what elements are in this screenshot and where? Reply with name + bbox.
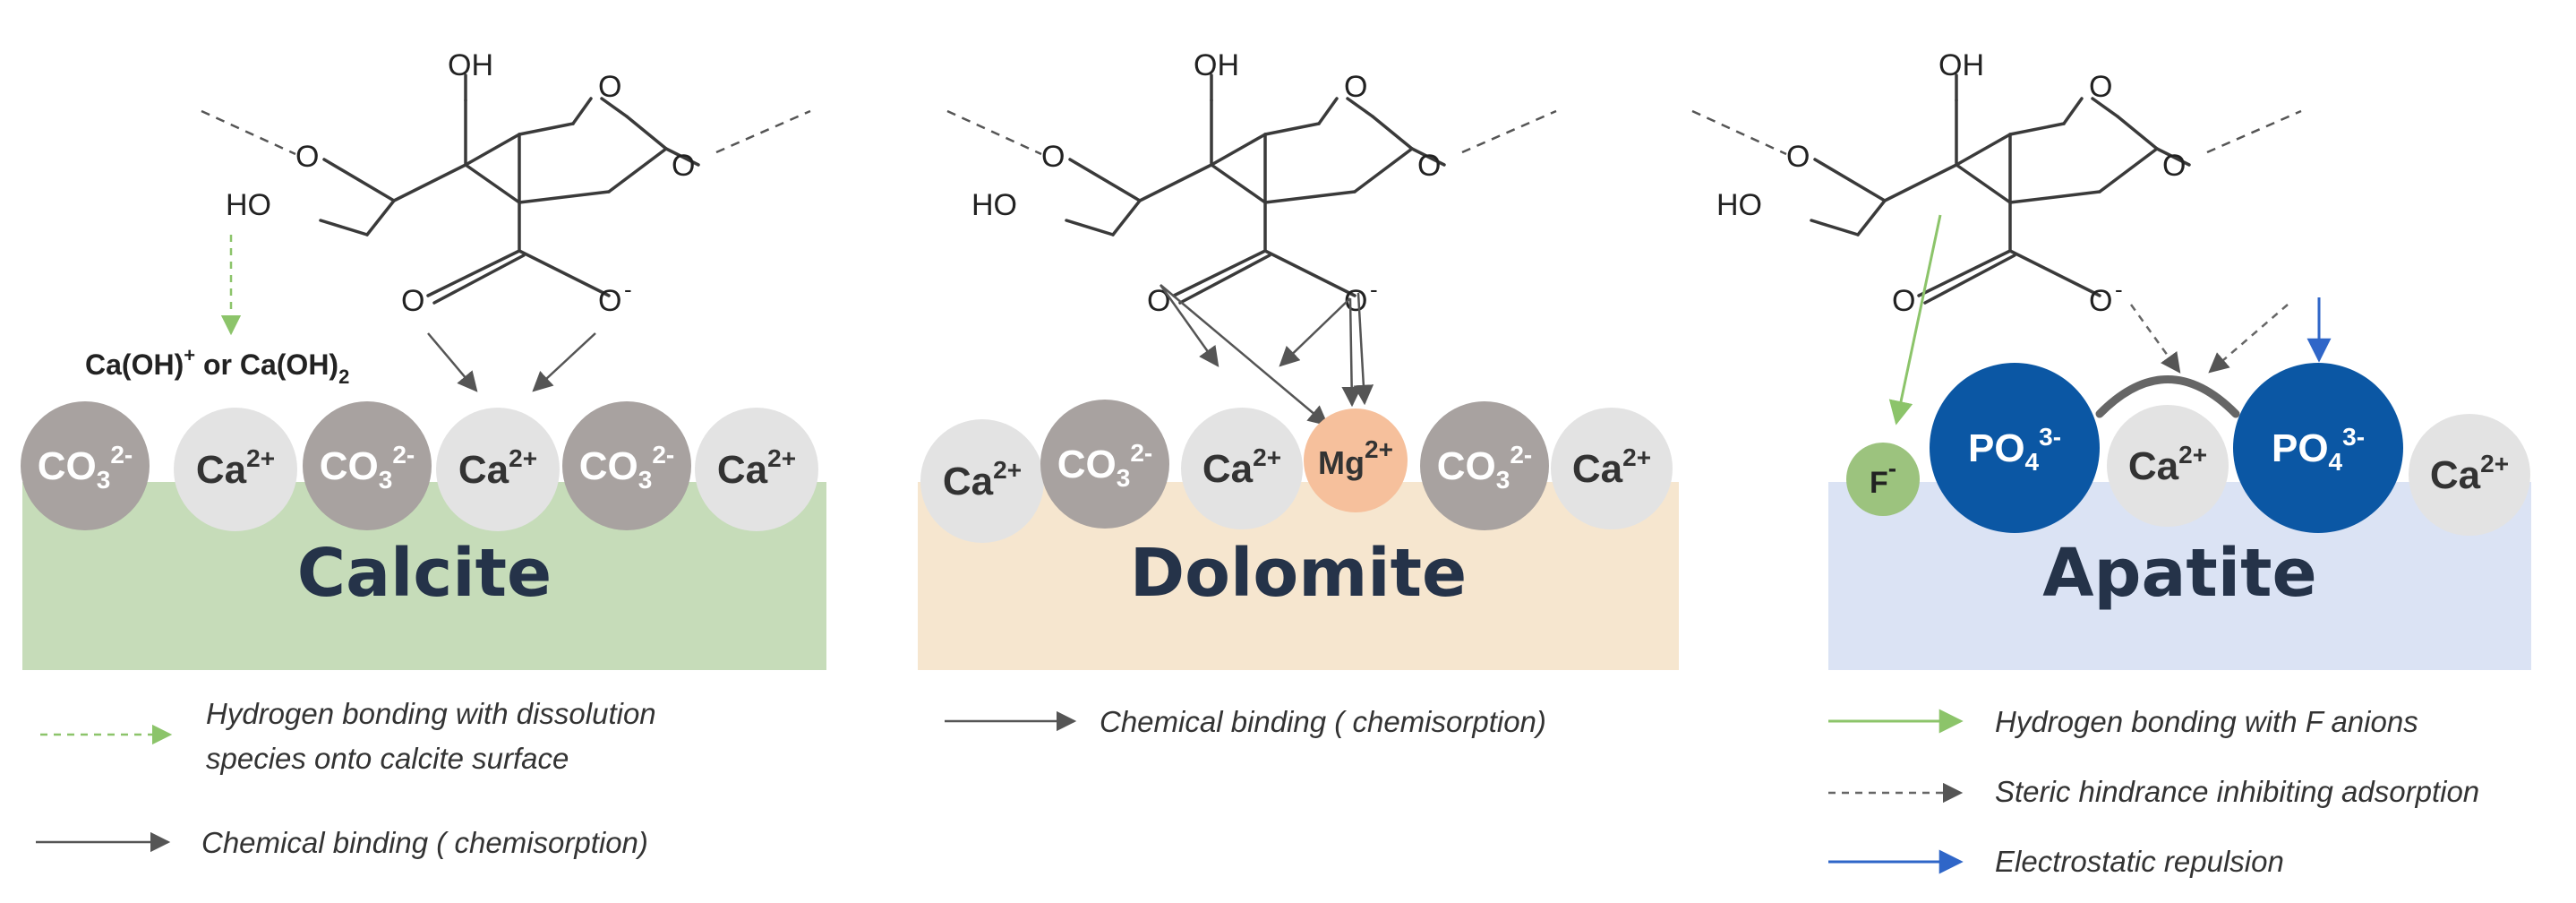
mineral-surfaces bbox=[22, 482, 2531, 670]
carboxylate-charge: - bbox=[2115, 276, 2123, 303]
ion-carbonate: CO32- bbox=[303, 401, 432, 530]
mol-carbonyl-o: O bbox=[1892, 284, 1915, 318]
svg-text:CO32-: CO32- bbox=[1057, 439, 1152, 492]
legend-text: species onto calcite surface bbox=[206, 742, 569, 775]
svg-text:PO43-: PO43- bbox=[1968, 423, 2061, 476]
legend-text: Chemical binding ( chemisorption) bbox=[1100, 705, 1546, 738]
ion-calcium: Ca2+ bbox=[1551, 408, 1673, 529]
mol-left-o: O bbox=[295, 140, 319, 174]
svg-text:Ca2+: Ca2+ bbox=[1572, 443, 1651, 491]
interaction-arrow-chem bbox=[1279, 297, 1351, 367]
mol-oh-top: OH bbox=[1194, 48, 1239, 82]
legends: Hydrogen bonding with dissolution species… bbox=[36, 697, 2479, 878]
ion-carbonate: CO32- bbox=[562, 401, 691, 530]
legend-text: Hydrogen bonding with dissolution bbox=[206, 697, 656, 730]
mol-ring-o: O bbox=[598, 70, 621, 104]
interaction-arrow-steric bbox=[2129, 304, 2181, 374]
mol-right-o: O bbox=[1417, 149, 1441, 183]
ion-carbonate: CO32- bbox=[1420, 401, 1549, 530]
svg-text:CO32-: CO32- bbox=[320, 441, 415, 494]
legend-text: Electrostatic repulsion bbox=[1995, 845, 2284, 878]
ion-carbonate: CO32- bbox=[21, 401, 150, 530]
svg-text:Mg2+: Mg2+ bbox=[1318, 435, 1393, 481]
mineral-surface-dolomite bbox=[918, 482, 1679, 670]
interaction-arrow-hbsolid bbox=[1888, 214, 1942, 426]
mol-left-o: O bbox=[1041, 140, 1065, 174]
mol-ho: HO bbox=[1716, 188, 1762, 222]
interaction-arrow-chem bbox=[532, 332, 596, 392]
interaction-arrow-steric bbox=[2208, 304, 2289, 374]
ion-phosphate: PO43- bbox=[1930, 363, 2100, 533]
ion-calcium: Ca2+ bbox=[1181, 408, 1303, 529]
mineral-name: Dolomite bbox=[1130, 535, 1468, 612]
svg-text:PO43-: PO43- bbox=[2272, 423, 2365, 476]
mol-oh-top: OH bbox=[1938, 48, 1984, 82]
legend-entry: Chemical binding ( chemisorption) bbox=[945, 705, 1546, 738]
legend-entry: Chemical binding ( chemisorption) bbox=[36, 826, 648, 859]
interaction-arrow-chem bbox=[427, 332, 478, 392]
interaction-arrow-chem bbox=[1159, 284, 1220, 367]
ion-calcium: Ca2+ bbox=[174, 408, 297, 531]
mol-ring-o: O bbox=[2089, 70, 2112, 104]
mol-right-o: O bbox=[2162, 149, 2186, 183]
legend-entry: Steric hindrance inhibiting adsorption bbox=[1828, 775, 2479, 808]
ion-calcium: Ca2+ bbox=[436, 408, 560, 531]
mol-ho: HO bbox=[226, 188, 271, 222]
ion-carbonate: CO32- bbox=[1040, 400, 1169, 529]
ion-calcium: Ca2+ bbox=[2107, 405, 2229, 527]
svg-text:CO32-: CO32- bbox=[579, 441, 674, 494]
mol-oh-top: OH bbox=[448, 48, 493, 82]
svg-text:Ca2+: Ca2+ bbox=[2128, 441, 2207, 488]
svg-text:F-: F- bbox=[1870, 454, 1896, 500]
legend-text: Hydrogen bonding with F anions bbox=[1995, 705, 2418, 738]
mineral-labels: Calcite Dolomite Apatite Ca(OH)+ or Ca(OH)2 bbox=[85, 344, 2317, 612]
ion-calcium: Ca2+ bbox=[2409, 414, 2530, 536]
legend-text: Steric hindrance inhibiting adsorption bbox=[1995, 775, 2479, 808]
mol-right-o: O bbox=[672, 149, 695, 183]
ion-fluoride: F- bbox=[1846, 443, 1920, 516]
mineral-name: Apatite bbox=[2042, 535, 2316, 612]
mol-left-o: O bbox=[1786, 140, 1810, 174]
mol-ho: HO bbox=[971, 188, 1017, 222]
svg-text:Ca2+: Ca2+ bbox=[458, 444, 537, 492]
interaction-arrow-chem bbox=[1160, 284, 1329, 426]
svg-text:Ca2+: Ca2+ bbox=[2430, 450, 2509, 497]
carboxylate-charge: - bbox=[624, 276, 632, 303]
mol-carboxylate-o: O bbox=[598, 284, 621, 318]
mineral-surface-calcite bbox=[22, 482, 826, 670]
svg-text:Ca2+: Ca2+ bbox=[717, 444, 796, 492]
legend-entry: Hydrogen bonding with dissolution species… bbox=[40, 697, 656, 775]
mol-carboxylate-o: O bbox=[2089, 284, 2112, 318]
mol-ring-o: O bbox=[1344, 70, 1367, 104]
svg-text:CO32-: CO32- bbox=[38, 441, 133, 494]
interaction-arrow-chem bbox=[1341, 297, 1362, 408]
svg-text:Ca2+: Ca2+ bbox=[196, 444, 275, 492]
steric-hindrance-arc bbox=[2095, 375, 2240, 418]
carboxylate-charge: - bbox=[1370, 276, 1378, 303]
ion-calcium: Ca2+ bbox=[695, 408, 818, 531]
surface-ions: CO32- Ca2+ CO32- Ca2+ CO32- Ca2+ Ca2+ CO32- Ca2+… bbox=[21, 363, 2530, 543]
svg-text:CO32-: CO32- bbox=[1437, 441, 1532, 494]
ion-magnesium: Mg2+ bbox=[1304, 408, 1408, 512]
dissolution-species-label: Ca(OH)+ or Ca(OH)2 bbox=[85, 344, 349, 388]
legend-entry: Hydrogen bonding with F anions bbox=[1828, 705, 2418, 738]
interaction-arrow-chem bbox=[1353, 292, 1374, 406]
legend-text: Chemical binding ( chemisorption) bbox=[201, 826, 648, 859]
interaction-arrows bbox=[220, 214, 2332, 426]
mol-carbonyl-o: O bbox=[401, 284, 424, 318]
ion-calcium: Ca2+ bbox=[920, 419, 1044, 543]
legend-entry: Electrostatic repulsion bbox=[1828, 845, 2284, 878]
svg-text:Ca2+: Ca2+ bbox=[943, 456, 1022, 503]
mineral-name: Calcite bbox=[297, 535, 552, 612]
svg-text:Ca2+: Ca2+ bbox=[1202, 443, 1281, 491]
ion-phosphate: PO43- bbox=[2233, 363, 2403, 533]
